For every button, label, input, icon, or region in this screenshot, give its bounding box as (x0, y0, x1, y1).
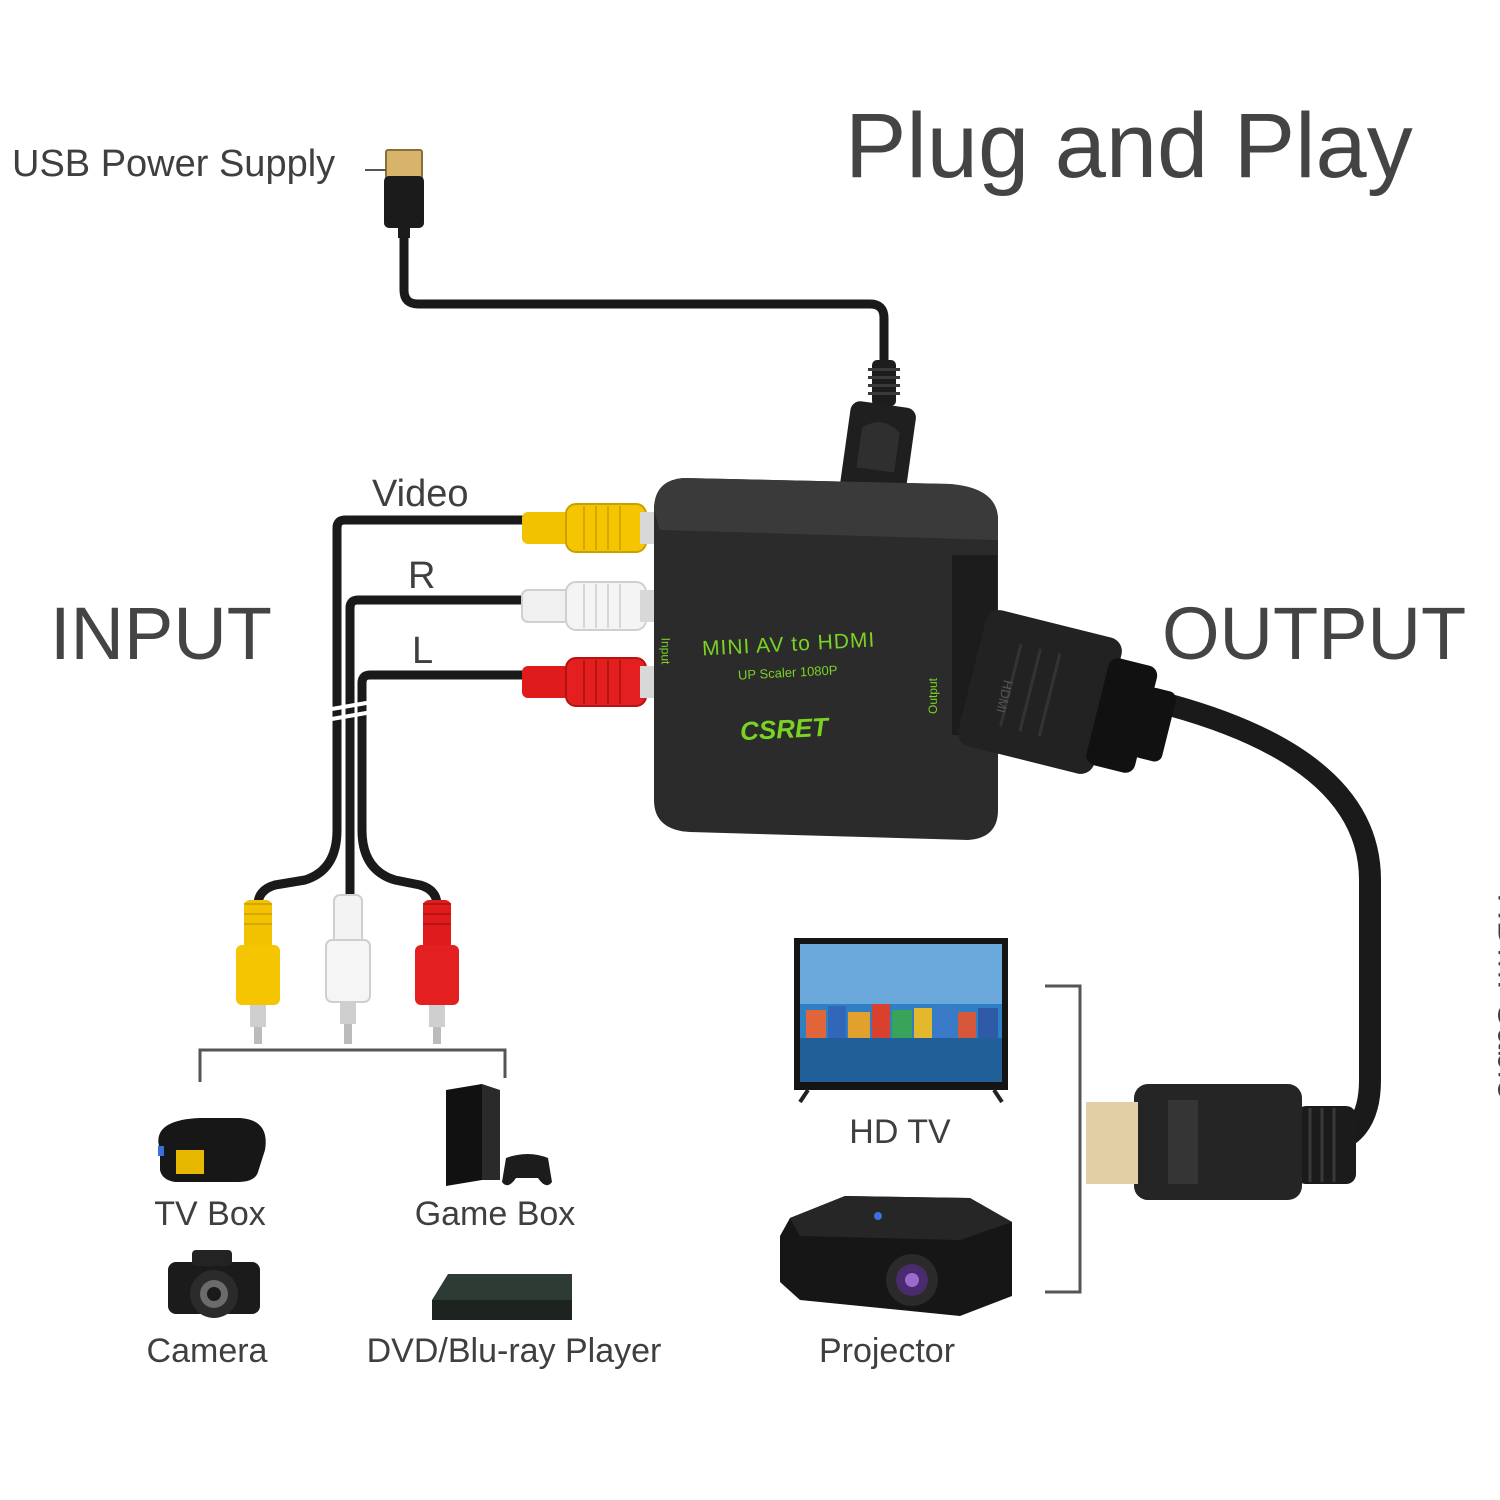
converter-input-port-label: Input (658, 637, 673, 665)
usb-plug-body-icon (384, 176, 424, 228)
yellow-loose-plug-icon (236, 900, 280, 1044)
game-box-label: Game Box (414, 1195, 576, 1233)
av-cables (253, 515, 530, 906)
tv-box-icon (158, 1118, 266, 1182)
red-loose-plug-icon (415, 900, 459, 1044)
hdmi-cable-line (1167, 694, 1381, 1156)
converter-brand-logo: CSRET (739, 711, 829, 747)
white-rca-plug-icon (521, 581, 654, 631)
white-loose-plug-icon (325, 894, 371, 1044)
hd-tv-icon (794, 938, 1008, 1104)
input-bracket (198, 1048, 507, 1082)
projector-label: Projector (818, 1332, 956, 1370)
dvd-player-icon (432, 1274, 572, 1320)
camera-label: Camera (146, 1332, 268, 1370)
usb-plug-metal-icon (385, 149, 423, 181)
camera-icon (168, 1250, 260, 1318)
video-cable-line (253, 515, 530, 906)
r-cable-line (345, 595, 530, 895)
output-heading: OUTPUT (1162, 592, 1467, 675)
red-rca-plug-icon (522, 657, 654, 707)
l-cable-line (357, 670, 530, 906)
loose-rca-plugs (236, 894, 459, 1044)
r-cable-label: R (408, 555, 436, 597)
usb-power-supply-label: USB Power Supply (12, 143, 336, 185)
l-cable-label: L (412, 630, 434, 672)
rca-plugs-attached (521, 503, 654, 707)
projector-icon (780, 1196, 1012, 1316)
page-title: Plug and Play (845, 95, 1413, 197)
converter-output-port-label: Output (926, 677, 941, 715)
input-heading: INPUT (50, 592, 272, 675)
hdmi-plug-end-icon (1134, 1084, 1302, 1200)
hdmi-cable (958, 610, 1381, 1200)
dvd-player-label: DVD/Blu-ray Player (366, 1332, 662, 1370)
video-cable-label: Video (372, 473, 469, 515)
game-box-icon (446, 1084, 552, 1186)
tv-box-label: TV Box (154, 1195, 266, 1233)
hdmi-plug-output-icon (958, 610, 1122, 774)
hd-tv-label: HD TV (849, 1113, 951, 1151)
usb-cable-line (399, 236, 889, 372)
output-bracket (1045, 984, 1082, 1294)
hdmi-connector-gold-icon (1086, 1102, 1138, 1184)
usb-power-cable (365, 149, 916, 515)
yellow-rca-plug-icon (522, 503, 654, 553)
hdmi-cable-label: HDMI Cable (1489, 893, 1500, 1100)
